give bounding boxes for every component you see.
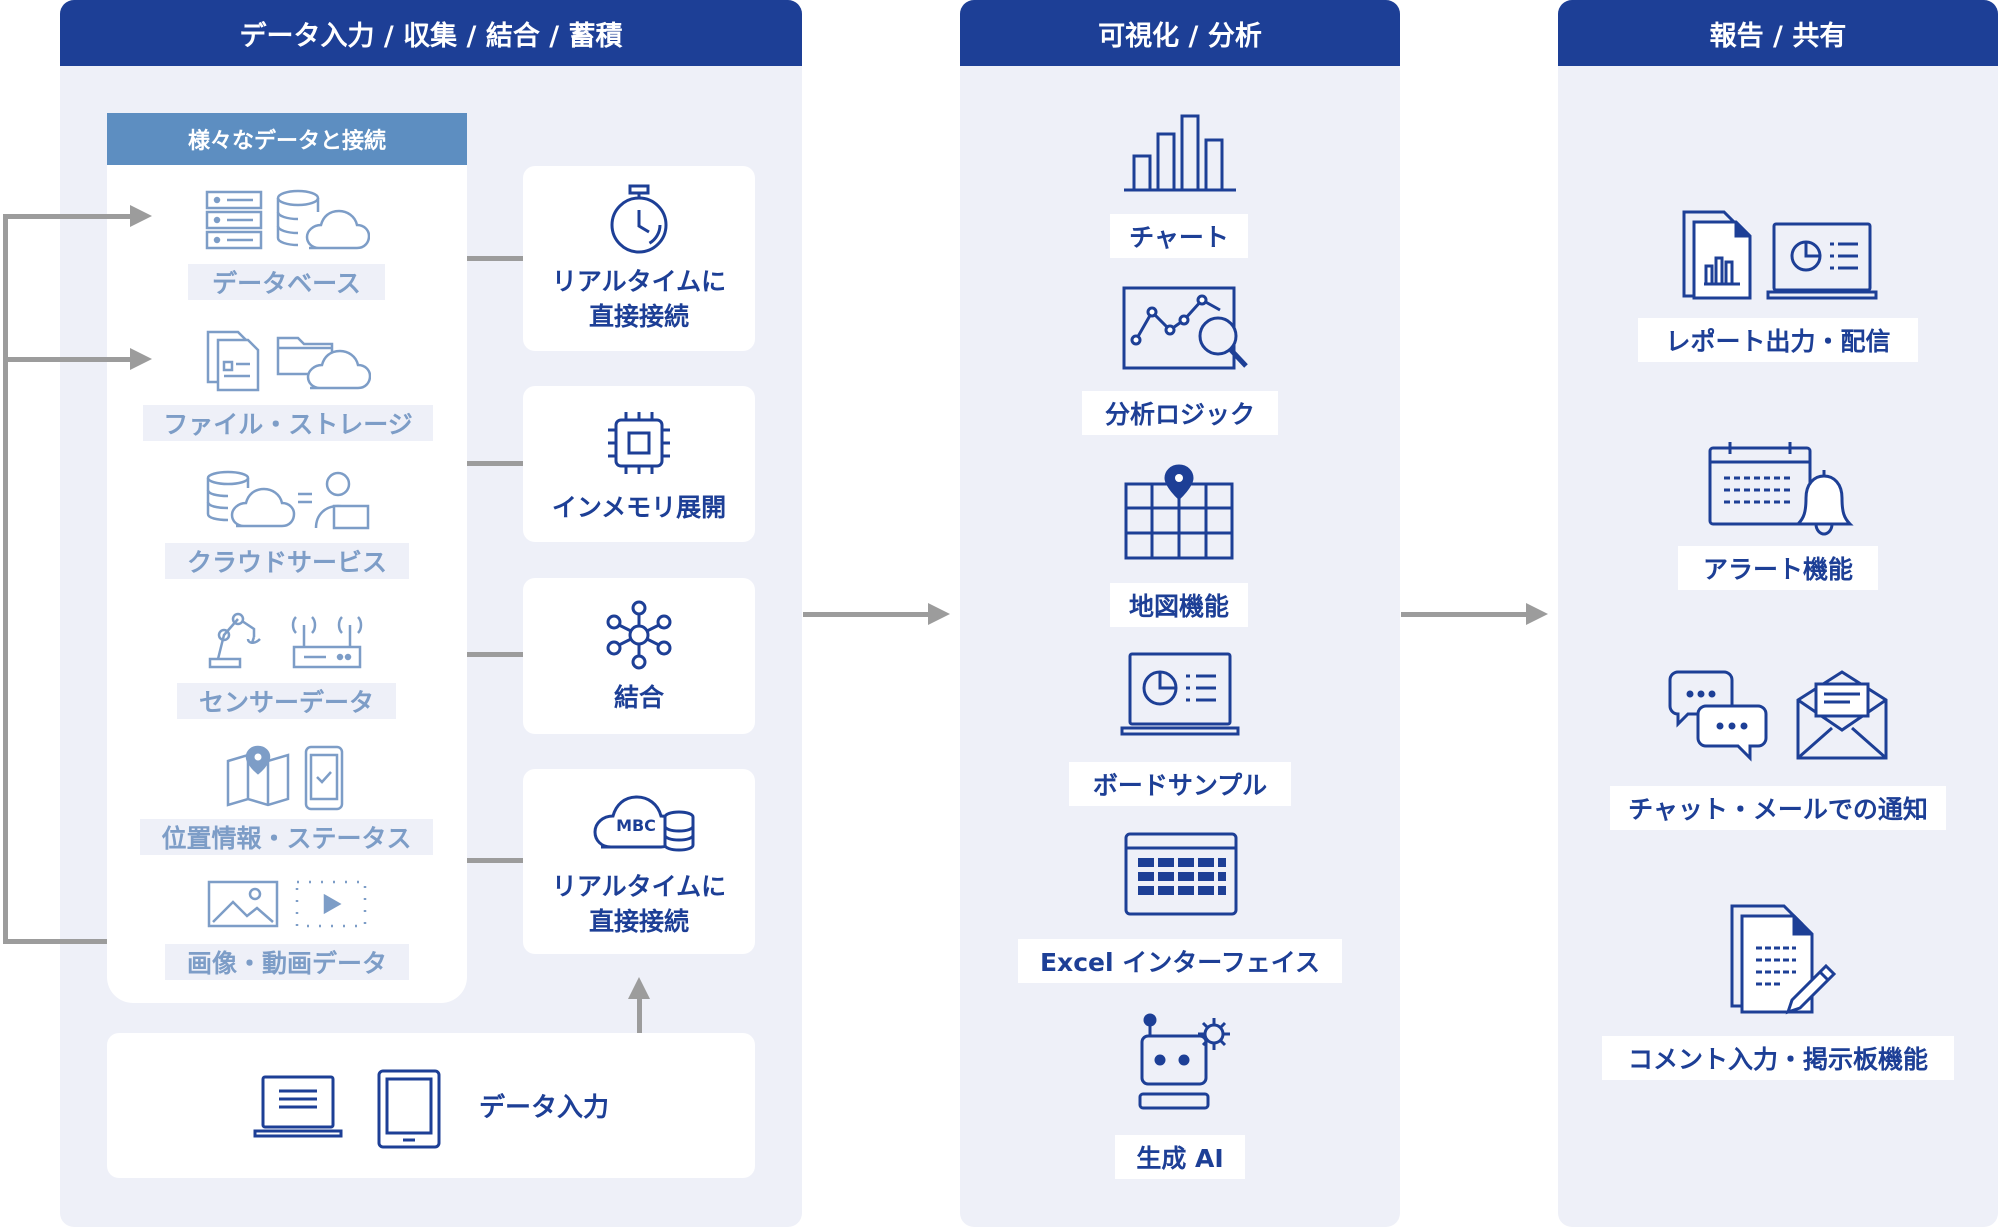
report-label-chat-mail-notification: チャット・メールでの通知 — [1610, 786, 1946, 830]
arrow-right-icon — [1526, 603, 1548, 625]
image-video-icon — [207, 880, 367, 928]
dashboard-laptop-icon — [1120, 652, 1240, 740]
map-pin-grid-icon — [1124, 464, 1236, 560]
laptop-icon — [253, 1075, 343, 1139]
report-panel-header: 報告 / 共有 — [1558, 0, 1998, 66]
chip-icon — [606, 410, 672, 476]
source-bracket-bottom — [3, 939, 107, 944]
flow-arrow-line — [1401, 612, 1529, 617]
data-entry-label: データ入力 — [479, 1093, 610, 1123]
process-card-text-line1: インメモリ展開 — [551, 493, 727, 522]
source-label-sensor: センサーデータ — [177, 683, 396, 719]
visualize-label-board-sample: ボードサンプル — [1069, 762, 1291, 806]
mbc-cloud-database-icon — [583, 789, 699, 855]
source-label-database: データベース — [188, 264, 385, 300]
process-card-mbc: MBC リアルタイムに 直接接続 — [523, 769, 755, 954]
source-label-cloud-service: クラウドサービス — [165, 543, 409, 579]
bar-chart-icon — [1122, 112, 1238, 192]
process-card-text-line1: リアルタイムに — [551, 267, 727, 296]
connector — [467, 652, 523, 657]
connector — [467, 256, 523, 261]
arrow-right-icon — [928, 603, 950, 625]
chat-mail-icon — [1668, 668, 1888, 764]
ai-robot-gear-icon — [1136, 1012, 1236, 1112]
report-label-comment-board: コメント入力・掲示板機能 — [1602, 1036, 1954, 1080]
visualize-label-analysis-logic: 分析ロジック — [1082, 391, 1278, 435]
source-label-location-status: 位置情報・ステータス — [140, 819, 433, 855]
process-card-text-line1: リアルタイムに — [551, 872, 727, 901]
tablet-icon — [377, 1069, 441, 1149]
network-nodes-icon — [604, 600, 674, 670]
robot-arm-router-icon — [208, 607, 373, 671]
source-bracket-vertical — [3, 216, 8, 944]
visualize-label-excel-interface: Excel インターフェイス — [1018, 939, 1342, 983]
process-card-text-line2: 直接接続 — [588, 907, 689, 936]
cloud-user-icon — [206, 470, 371, 534]
file-folder-cloud-icon — [206, 328, 371, 392]
calendar-bell-icon — [1708, 440, 1854, 536]
connector — [467, 858, 523, 863]
flow-arrow-line — [803, 612, 931, 617]
source-bracket-mid — [3, 357, 133, 362]
report-documents-icon — [1682, 210, 1878, 300]
database-cloud-icon — [205, 188, 370, 252]
sources-header: 様々なデータと接続 — [107, 113, 467, 165]
visualize-label-generative-ai: 生成 AI — [1115, 1135, 1245, 1179]
source-label-file-storage: ファイル・ストレージ — [143, 405, 433, 441]
source-label-image-video: 画像・動画データ — [165, 944, 409, 980]
report-panel — [1558, 0, 1998, 1227]
map-phone-icon — [226, 745, 356, 811]
report-label-report-output: レポート出力・配信 — [1638, 318, 1918, 362]
arrow-right-icon — [130, 348, 152, 370]
process-card-in-memory: インメモリ展開 — [523, 386, 755, 542]
arrow-right-icon — [130, 205, 152, 227]
visualize-panel-header: 可視化 / 分析 — [960, 0, 1400, 66]
spreadsheet-icon — [1124, 832, 1238, 916]
connector-up — [637, 995, 642, 1033]
analysis-magnifier-icon — [1120, 284, 1250, 374]
source-bracket-top — [3, 214, 133, 219]
document-pen-icon — [1730, 904, 1840, 1016]
visualize-label-chart: チャート — [1110, 214, 1248, 258]
data-entry-box: データ入力 — [107, 1033, 755, 1178]
process-card-text-line1: 結合 — [613, 683, 664, 712]
process-card-join: 結合 — [523, 578, 755, 734]
visualize-label-map: 地図機能 — [1110, 583, 1248, 627]
process-card-text-line2: 直接接続 — [588, 302, 689, 331]
process-card-realtime: リアルタイムに 直接接続 — [523, 166, 755, 351]
mbc-badge-text: MBC — [616, 816, 656, 835]
stopwatch-icon — [606, 184, 672, 254]
collect-panel-header: データ入力 / 収集 / 結合 / 蓄積 — [60, 0, 802, 66]
arrow-up-icon — [628, 977, 650, 999]
report-label-alert: アラート機能 — [1678, 546, 1878, 590]
connector — [467, 461, 523, 466]
